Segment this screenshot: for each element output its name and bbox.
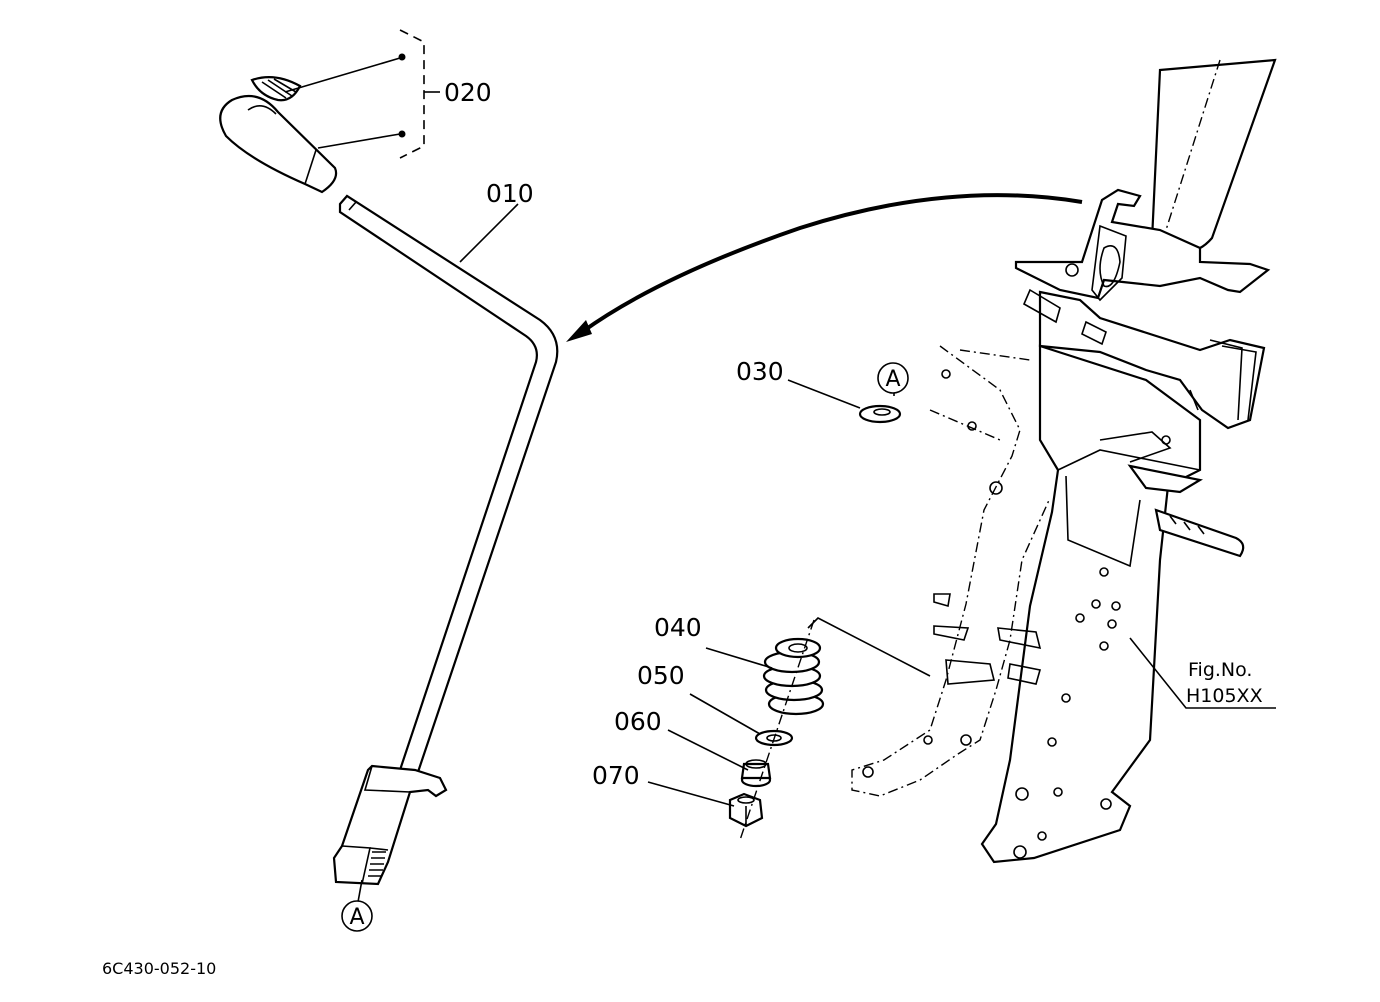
fig-no-value: H105XX — [1186, 685, 1263, 707]
lever-rod — [338, 194, 559, 774]
frame-holes — [1013, 567, 1121, 859]
callout-060: 060 — [614, 707, 662, 736]
callout-040: 040 — [654, 613, 702, 642]
spring-040 — [762, 617, 931, 716]
direction-arrow — [566, 193, 1083, 342]
callout-010: 010 — [486, 179, 534, 208]
lever-base-bracket — [332, 764, 448, 886]
fig-no-label: Fig.No. — [1188, 659, 1252, 681]
bracket-020 — [399, 29, 425, 159]
reference-mark-a-top: A — [877, 362, 909, 394]
bracket-thread — [368, 851, 386, 877]
nut-060 — [740, 759, 772, 788]
lever-knob — [219, 94, 338, 194]
lever-assembly — [219, 29, 559, 886]
reference-mark-a-top-label: A — [885, 367, 900, 392]
drawing-code: 6C430-052-10 — [102, 959, 216, 978]
callout-050: 050 — [637, 661, 685, 690]
reference-mark-a-bottom: A — [341, 879, 373, 932]
frame-assembly — [851, 58, 1277, 864]
washer-030 — [787, 379, 902, 424]
callout-070: 070 — [592, 761, 640, 790]
callout-030: 030 — [736, 357, 784, 386]
reference-mark-a-bottom-label: A — [349, 905, 364, 930]
callout-020: 020 — [444, 78, 492, 107]
nut-070 — [728, 792, 764, 828]
